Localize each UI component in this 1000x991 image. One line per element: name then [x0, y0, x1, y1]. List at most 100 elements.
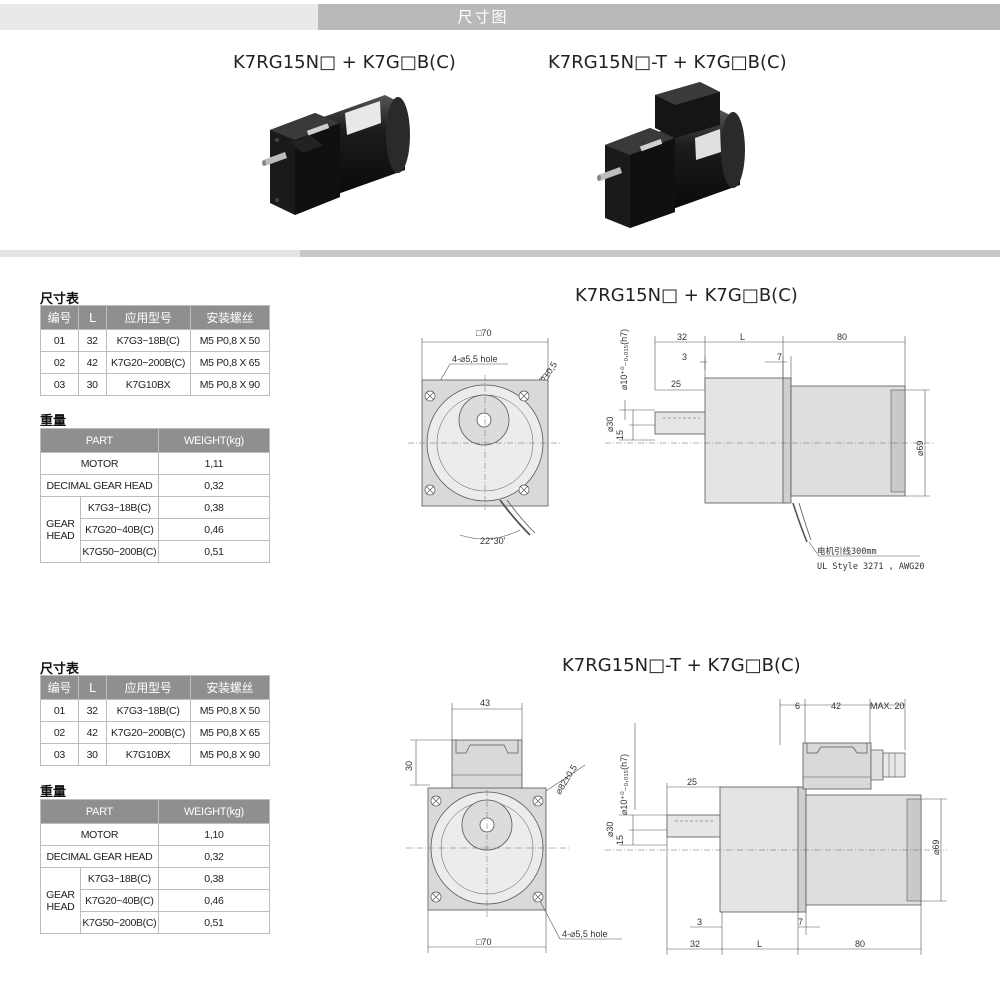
size-table: 编号 L 应用型号 安装螺丝 01 32 K7G3~18B(C) M5 P0,8… — [40, 305, 271, 396]
cell: K7G3~18B(C) — [105, 329, 191, 352]
dim-25: 25 — [671, 379, 681, 389]
cell: 01 — [40, 329, 79, 352]
dim-hole-2: 4-⌀5,5 hole — [562, 929, 607, 939]
cell: K7G10BX — [105, 743, 191, 766]
dim-30-front: 30 — [404, 761, 414, 771]
table-row: 03 30 K7G10BX M5 P0,8 X 90 — [40, 373, 271, 396]
dim-shaft-2: ⌀10⁺⁰₋₀,₀₁₅(h7) — [619, 754, 629, 815]
cell: K7G20~40B(C) — [79, 889, 159, 912]
cell: 0,38 — [157, 867, 271, 890]
header-no: 编号 — [40, 305, 79, 330]
cell: 0,51 — [157, 911, 271, 934]
cell: M5 P0,8 X 65 — [189, 351, 271, 374]
dim-6: 6 — [795, 701, 800, 711]
header-weight: WEIGHT(kg) — [157, 799, 271, 824]
dim-3: 3 — [682, 352, 687, 362]
cell: K7G10BX — [105, 373, 191, 396]
header-model: 应用型号 — [105, 305, 191, 330]
table-row: K7G50~200B(C) 0,51 — [41, 540, 271, 563]
table-row: MOTOR 1,11 — [40, 452, 271, 475]
cell: 01 — [40, 699, 79, 722]
product-photo-1 — [262, 95, 410, 215]
table-row: DECIMAL GEAR HEAD 0,32 — [40, 845, 271, 868]
cell: K7G50~200B(C) — [79, 911, 159, 934]
dim-32: 32 — [677, 332, 687, 342]
dim-25-2: 25 — [687, 777, 697, 787]
table-row: MOTOR 1,10 — [40, 823, 271, 846]
cell: 32 — [77, 699, 107, 722]
cell: M5 P0,8 X 50 — [189, 329, 271, 352]
cell: 0,46 — [157, 518, 271, 541]
dim-7-2: 7 — [798, 917, 803, 927]
cell: 1,10 — [157, 823, 271, 846]
header-screw: 安装螺丝 — [189, 305, 271, 330]
separator-bar-dark — [300, 250, 1000, 257]
size-table-2: 编号 L 应用型号 安装螺丝 01 32 K7G3~18B(C) M5 P0,8… — [40, 675, 271, 766]
header-part: PART — [40, 428, 159, 453]
table-row: K7G20~40B(C) 0,46 — [41, 518, 271, 541]
table-row: 02 42 K7G20~200B(C) M5 P0,8 X 65 — [40, 721, 271, 744]
drawing-title-2: K7RG15N□-T + K7G□B(C) — [562, 655, 801, 676]
lead-spec: UL Style 3271 , AWG20 — [817, 562, 924, 572]
header-l: L — [77, 305, 107, 330]
side-view-1: 32 L 80 3 7 25 ⌀10⁺⁰₋₀,₀₁₅(h7) ⌀30 15 ⌀6… — [605, 329, 935, 572]
cell: K7G50~200B(C) — [79, 540, 159, 563]
dim-max20: MAX. 20 — [870, 701, 905, 711]
dim-square-2: □70 — [476, 937, 491, 947]
cell: 30 — [77, 373, 107, 396]
dim-square: □70 — [476, 328, 491, 338]
front-view-1: □70 4-⌀5,5 hole ⌀82±0,5 22°30' — [408, 328, 560, 546]
cell: K7G3~18B(C) — [105, 699, 191, 722]
cell: GEAR HEAD — [40, 496, 81, 563]
cell: M5 P0,8 X 50 — [189, 699, 271, 722]
dim-7: 7 — [777, 352, 782, 362]
dim-pcd-2: ⌀82±0,5 — [553, 763, 579, 796]
cell: 02 — [40, 721, 79, 744]
cell: K7G3~18B(C) — [79, 867, 159, 890]
table-row: K7G20~40B(C) 0,46 — [41, 889, 271, 912]
dim-shaft: ⌀10⁺⁰₋₀,₀₁₅(h7) — [619, 329, 629, 390]
cell: K7G20~200B(C) — [105, 721, 191, 744]
drawing-title-1: K7RG15N□ + K7G□B(C) — [575, 285, 798, 306]
cell: 0,46 — [157, 889, 271, 912]
cell: K7G20~200B(C) — [105, 351, 191, 374]
dim-15: 15 — [615, 430, 625, 440]
cell: M5 P0,8 X 90 — [189, 373, 271, 396]
cell: DECIMAL GEAR HEAD — [40, 474, 159, 497]
top-model-title-2: K7RG15N□-T + K7G□B(C) — [548, 52, 787, 73]
cell: M5 P0,8 X 90 — [189, 743, 271, 766]
cell: 30 — [77, 743, 107, 766]
cell: GEAR HEAD — [40, 867, 81, 934]
weight-table-2: PART WEIGHT(kg) MOTOR 1,10 DECIMAL GEAR … — [40, 799, 271, 934]
header-no: 编号 — [40, 675, 79, 700]
cell: 0,32 — [157, 845, 271, 868]
dim-30: ⌀30 — [605, 417, 615, 432]
dim-angle: 22°30' — [480, 536, 506, 546]
side-view-2: 6 42 MAX. 20 25 ⌀10⁺⁰₋₀,₀₁₅(h7) ⌀30 15 ⌀… — [605, 699, 947, 955]
header-l: L — [77, 675, 107, 700]
top-model-title-1: K7RG15N□ + K7G□B(C) — [233, 52, 456, 73]
cell: 03 — [40, 743, 79, 766]
dim-hole: 4-⌀5,5 hole — [452, 354, 497, 364]
cell: 0,38 — [157, 496, 271, 519]
cell: 1,11 — [157, 452, 271, 475]
dim-80-2: 80 — [855, 939, 865, 949]
cell: 0,51 — [157, 540, 271, 563]
table-row: 03 30 K7G10BX M5 P0,8 X 90 — [40, 743, 271, 766]
dim-69-2: ⌀69 — [931, 840, 941, 855]
table-row: DECIMAL GEAR HEAD 0,32 — [40, 474, 271, 497]
dim-3-2: 3 — [697, 917, 702, 927]
table-row: 02 42 K7G20~200B(C) M5 P0,8 X 65 — [40, 351, 271, 374]
table-row: GEAR HEAD K7G3~18B(C) 0,38 — [40, 867, 271, 934]
table-row: K7G50~200B(C) 0,51 — [41, 911, 271, 934]
front-view-2: 43 30 ⌀82±0,5 4-⌀5,5 hole □70 — [404, 698, 622, 953]
dim-69: ⌀69 — [915, 441, 925, 456]
cell: 02 — [40, 351, 79, 374]
cell: M5 P0,8 X 65 — [189, 721, 271, 744]
page-title: 尺寸图 — [457, 8, 509, 26]
dim-30-side-2: ⌀30 — [605, 822, 615, 837]
header-part: PART — [40, 799, 159, 824]
dim-80: 80 — [837, 332, 847, 342]
header-weight: WEIGHT(kg) — [157, 428, 271, 453]
product-photo-2 — [597, 82, 745, 228]
